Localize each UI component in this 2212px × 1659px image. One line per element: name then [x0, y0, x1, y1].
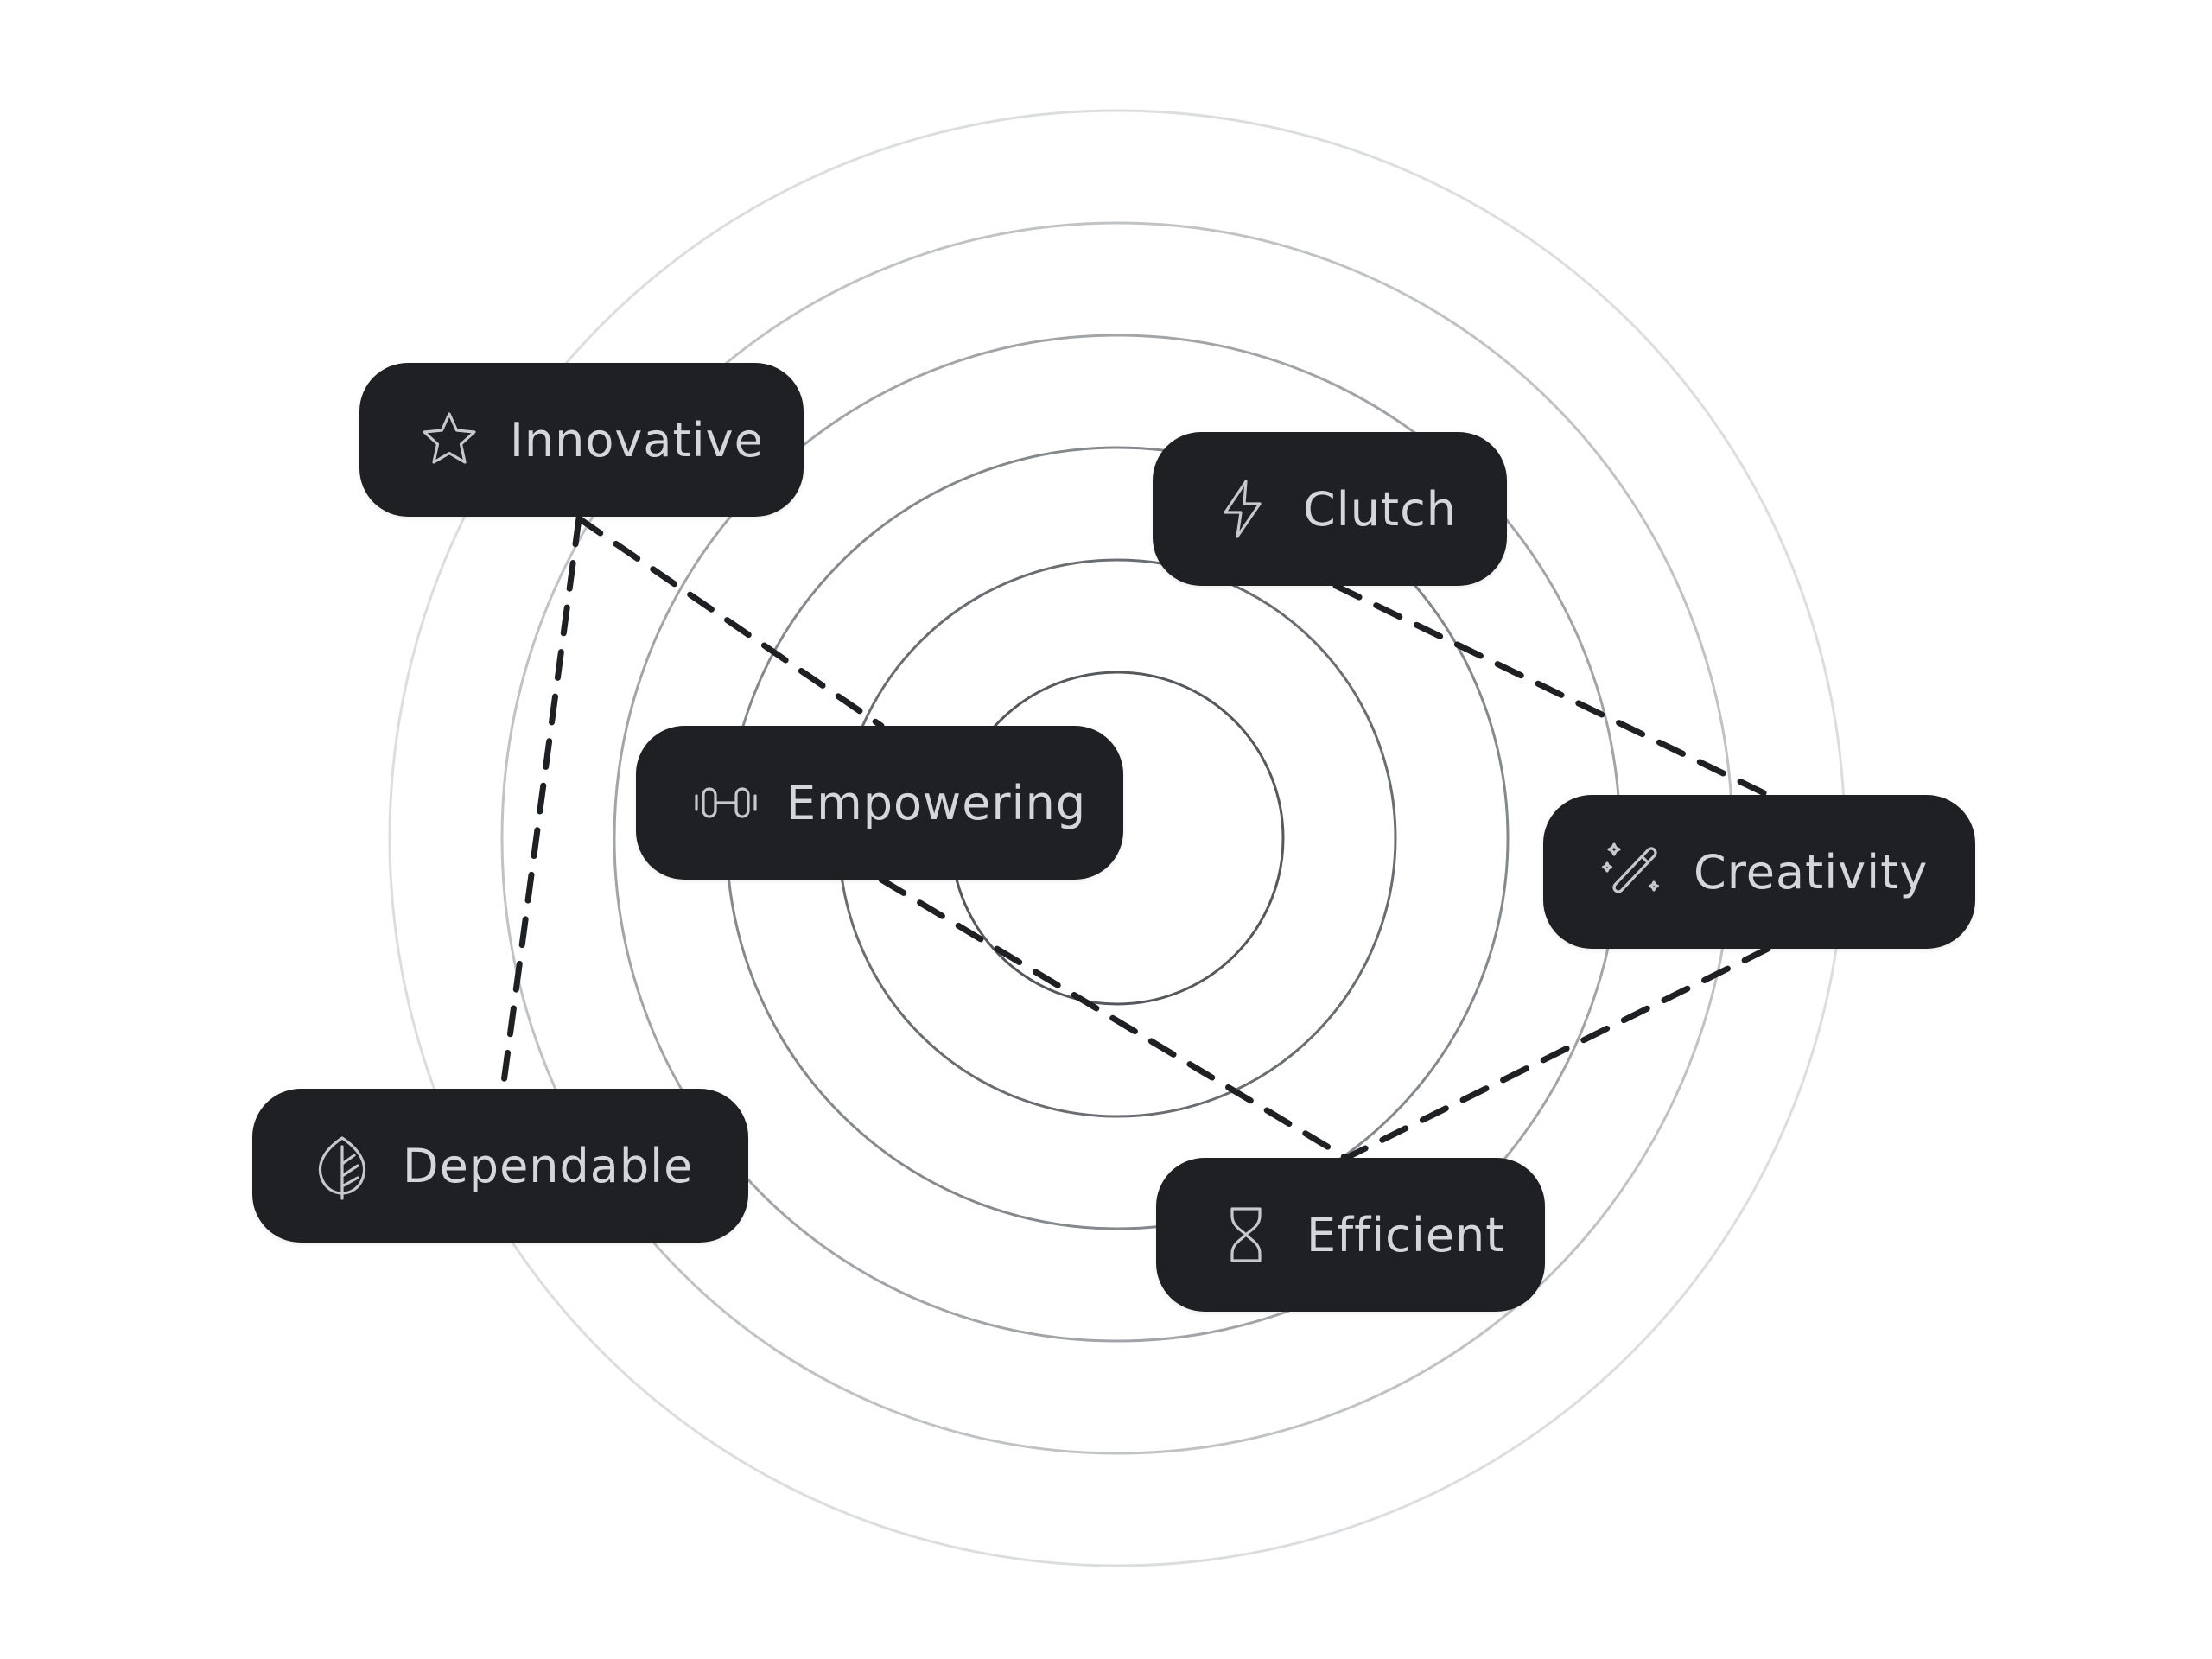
node-label: Innovative [510, 412, 764, 467]
node-label: Creativity [1694, 844, 1929, 899]
connector-innovative-dependable [499, 515, 582, 1092]
node-label: Efficient [1306, 1207, 1505, 1262]
hourglass-icon [1211, 1200, 1281, 1269]
lightning-bolt-icon [1208, 474, 1277, 543]
dumbbell-icon [691, 768, 760, 837]
node-label: Clutch [1303, 481, 1458, 537]
node-creativity[interactable]: Creativity [1543, 795, 1975, 949]
node-dependable[interactable]: Dependable [252, 1089, 748, 1243]
node-innovative[interactable]: Innovative [359, 363, 804, 517]
connector-innovative-empowering [575, 515, 885, 729]
node-label: Empowering [786, 775, 1087, 830]
node-label: Dependable [403, 1138, 694, 1193]
node-efficient[interactable]: Efficient [1156, 1158, 1545, 1312]
magic-wand-icon [1599, 837, 1668, 906]
connector-clutch-creativity [1332, 582, 1771, 798]
node-empowering[interactable]: Empowering [636, 726, 1123, 880]
dashed-connectors [499, 515, 1771, 1161]
node-clutch[interactable]: Clutch [1153, 432, 1507, 586]
leaf-icon [308, 1131, 377, 1200]
connector-empowering-efficient [878, 876, 1350, 1161]
star-icon [415, 405, 484, 474]
connector-creativity-efficient [1343, 945, 1771, 1161]
